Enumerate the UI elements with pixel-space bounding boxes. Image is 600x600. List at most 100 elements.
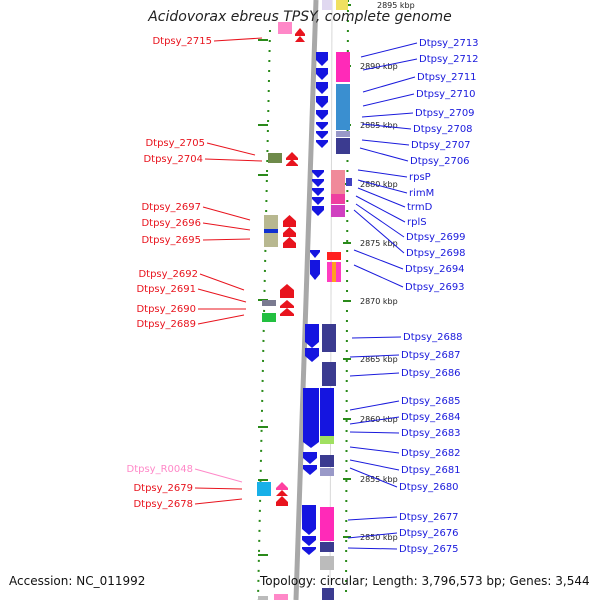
gene-arrow — [286, 152, 298, 160]
gene-arrow — [316, 68, 328, 80]
feature-box — [264, 229, 278, 233]
feature-box — [336, 138, 350, 154]
label-leader-line — [349, 459, 400, 471]
label-leader-line — [349, 372, 400, 377]
topology-text: Topology: circular; Length: 3,796,573 bp… — [260, 574, 590, 588]
kbp-tick-label: 2865 kbp — [360, 355, 398, 364]
gene-arrow — [283, 227, 296, 237]
inner-track-line — [329, 0, 333, 600]
gene-label-left: Dtpsy_2696 — [141, 218, 201, 229]
gene-label-left: Dtpsy_2692 — [138, 269, 198, 280]
label-leader-line — [357, 179, 408, 194]
label-leader-line — [349, 400, 400, 411]
label-leader-line — [206, 142, 256, 156]
gene-label-left: Dtpsy_R0048 — [127, 464, 194, 475]
label-leader-line — [349, 467, 398, 488]
label-leader-line — [194, 498, 243, 505]
feature-box — [320, 468, 334, 476]
feature-box — [322, 362, 336, 386]
gene-arrow — [316, 122, 328, 130]
gene-arrow — [286, 159, 298, 166]
label-leader-line — [353, 209, 405, 254]
label-leader-line — [197, 288, 247, 303]
feature-box — [331, 205, 345, 217]
gene-label-left: Dtpsy_2678 — [133, 499, 193, 510]
accession-text: Accession: NC_011992 — [9, 574, 146, 588]
label-leader-line — [357, 169, 408, 178]
gene-label-left: Dtpsy_2705 — [145, 138, 205, 149]
feature-box — [320, 542, 334, 552]
gene-label-right: Dtpsy_2687 — [401, 350, 461, 361]
label-leader-line — [194, 468, 243, 483]
gene-label-left: Dtpsy_2691 — [136, 284, 196, 295]
gene-label-right: Dtpsy_2710 — [416, 89, 476, 100]
kbp-tick-label: 2850 kbp — [360, 533, 398, 542]
gene-label-left: Dtpsy_2695 — [141, 235, 201, 246]
feature-box — [332, 262, 336, 282]
gene-label-right: Dtpsy_2686 — [401, 368, 461, 379]
kbp-tick-label: 2895 kbp — [377, 1, 415, 10]
gene-arrow — [302, 547, 316, 555]
gene-label-right: Dtpsy_2685 — [401, 396, 461, 407]
gene-label-right: Dtpsy_2680 — [399, 482, 459, 493]
gene-arrow — [295, 28, 305, 36]
genome-backbone — [293, 0, 319, 600]
gene-arrow — [276, 490, 288, 496]
gene-label-right: rplS — [407, 217, 427, 228]
label-leader-line — [361, 139, 410, 146]
gene-label-right: Dtpsy_2694 — [405, 264, 465, 275]
feature-box — [262, 313, 276, 322]
label-leader-line — [194, 487, 243, 490]
gene-arrow — [303, 452, 317, 464]
gene-arrow — [283, 215, 296, 227]
feature-box — [320, 436, 334, 444]
feature-box — [320, 507, 334, 541]
gene-label-right: Dtpsy_2676 — [399, 528, 459, 539]
gene-arrow — [302, 505, 316, 535]
feature-box — [331, 194, 345, 204]
label-leader-line — [204, 158, 263, 162]
label-leader-line — [360, 42, 418, 58]
gene-arrow — [312, 188, 324, 196]
label-leader-line — [362, 76, 416, 93]
gene-arrow — [303, 465, 317, 475]
feature-box — [322, 324, 336, 352]
gene-arrow — [316, 131, 328, 139]
gene-label-right: Dtpsy_2708 — [413, 124, 473, 135]
gene-label-right: Dtpsy_2713 — [419, 38, 479, 49]
feature-box — [320, 455, 334, 467]
feature-box — [336, 0, 348, 10]
label-leader-line — [347, 547, 398, 550]
feature-box — [336, 131, 350, 137]
label-leader-line — [355, 195, 406, 223]
gene-label-right: Dtpsy_2684 — [401, 412, 461, 423]
feature-box — [278, 22, 292, 34]
feature-box — [257, 482, 271, 496]
gene-label-right: trmD — [407, 202, 433, 213]
label-leader-line — [353, 264, 404, 288]
gene-label-right: rpsP — [409, 172, 431, 183]
gene-arrow — [280, 308, 294, 316]
gene-label-right: Dtpsy_2675 — [399, 544, 459, 555]
gene-label-left: Dtpsy_2704 — [143, 154, 203, 165]
gene-label-right: Dtpsy_2712 — [419, 54, 479, 65]
gene-label-right: Dtpsy_2683 — [401, 428, 461, 439]
feature-box — [258, 596, 268, 600]
genome-title: Acidovorax ebreus TPSY, complete genome — [148, 9, 452, 25]
feature-box — [336, 84, 350, 130]
gene-label-left: Dtpsy_2679 — [133, 483, 193, 494]
label-leader-line — [202, 238, 251, 241]
label-leader-line — [355, 203, 405, 238]
feature-box — [327, 252, 341, 260]
gene-label-right: Dtpsy_2681 — [401, 465, 461, 476]
gene-arrow — [316, 52, 328, 66]
label-leader-line — [359, 147, 409, 162]
feature-box — [320, 556, 334, 570]
gene-arrow — [316, 82, 328, 94]
gene-label-left: Dtpsy_2690 — [136, 304, 196, 315]
feature-box — [331, 170, 345, 194]
label-leader-line — [349, 354, 400, 358]
gene-label-right: Dtpsy_2707 — [411, 140, 471, 151]
label-leader-line — [361, 112, 414, 118]
gene-label-right: Dtpsy_2693 — [405, 282, 465, 293]
